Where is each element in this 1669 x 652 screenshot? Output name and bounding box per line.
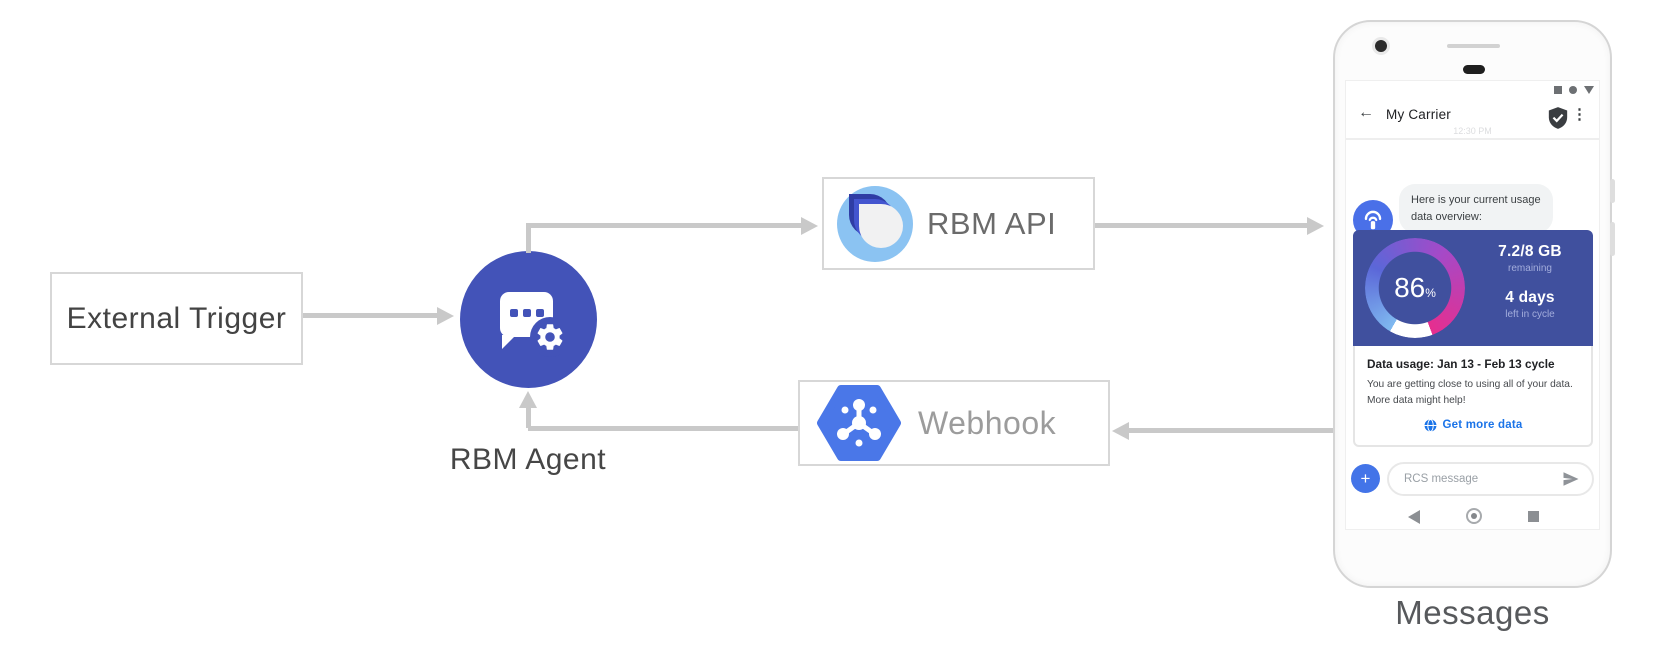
rbm-agent-node — [460, 251, 597, 388]
messages-caption: Messages — [1395, 594, 1550, 631]
overflow-menu-icon[interactable]: ⋮ — [1572, 106, 1587, 123]
webhook-box: Webhook — [798, 380, 1110, 466]
message-bubble: Here is your current usage data overview… — [1399, 184, 1553, 233]
volume-button — [1610, 179, 1615, 203]
arrowhead-phone-to-webhook — [1112, 421, 1129, 440]
speaker-grille — [1447, 44, 1500, 48]
get-more-data-label: Get more data — [1442, 419, 1523, 432]
arrow-api-to-phone — [1095, 223, 1307, 228]
get-more-data-link[interactable]: Get more data — [1367, 418, 1579, 432]
status-bar — [1554, 86, 1594, 94]
gear-icon — [537, 324, 563, 350]
status-triangle-icon — [1584, 86, 1594, 94]
gear-backing-circle — [530, 317, 570, 357]
status-circle-icon — [1569, 86, 1577, 94]
stat-data-remaining-value: 7.2/8 GB — [1498, 243, 1562, 260]
plus-button[interactable]: + — [1351, 464, 1380, 493]
usage-stats: 7.2/8 GB remaining 4 days left in cycle — [1475, 230, 1585, 346]
external-trigger-label: External Trigger — [66, 301, 287, 335]
phone-screen: ← My Carrier ⋮ 12:30 PM Here is your cur… — [1345, 80, 1600, 530]
chat-dots-icon — [500, 309, 553, 317]
webhook-label: Webhook — [918, 404, 1057, 441]
rbm-agent-label: RBM Agent — [449, 443, 607, 476]
rbm-api-box: RBM API — [822, 177, 1095, 270]
arrowhead-webhook-to-agent — [519, 391, 537, 408]
nav-back-icon[interactable] — [1408, 510, 1420, 524]
send-icon[interactable] — [1562, 470, 1580, 488]
back-icon[interactable]: ← — [1358, 104, 1374, 121]
nav-home-icon[interactable] — [1466, 508, 1482, 524]
arrow-phone-to-webhook — [1129, 428, 1333, 433]
compose-bar — [1387, 462, 1594, 496]
usage-card-body: Data usage: Jan 13 - Feb 13 cycle You ar… — [1353, 346, 1593, 447]
pubsub-hexagon-icon — [817, 385, 901, 461]
gauge-percent: 86 — [1394, 272, 1426, 303]
power-button — [1610, 222, 1615, 256]
message-input[interactable] — [1404, 473, 1562, 485]
chat-bubble-icon — [500, 292, 553, 337]
arrow-agent-to-api-horizontal — [525, 223, 804, 228]
arrow-external-to-agent — [303, 313, 437, 318]
nav-recents-icon[interactable] — [1528, 511, 1539, 522]
rbm-api-label: RBM API — [927, 205, 1057, 241]
earpiece-slot — [1463, 65, 1485, 74]
arrowhead-external-to-agent — [437, 306, 454, 325]
arrow-agent-to-api-vertical — [525, 225, 531, 253]
usage-card: 86 % 7.2/8 GB remaining 4 days left in c… — [1353, 230, 1593, 447]
antenna-broadcast-icon — [1364, 210, 1382, 230]
data-gauge-ring — [1365, 238, 1465, 338]
front-camera-icon — [1375, 40, 1387, 52]
stat-days-left-value: 4 days — [1505, 289, 1555, 306]
data-gauge: 86 % — [1365, 238, 1465, 338]
stat-days-left-caption: left in cycle — [1505, 309, 1555, 320]
arrow-webhook-to-agent-horizontal — [528, 426, 798, 431]
verified-badge-icon[interactable] — [1548, 107, 1568, 129]
gauge-value: 86 % — [1365, 238, 1465, 338]
arrow-webhook-to-agent-vertical — [525, 406, 531, 428]
conversation-title: My Carrier — [1386, 107, 1451, 122]
usage-card-hero: 86 % 7.2/8 GB remaining 4 days left in c… — [1353, 230, 1593, 346]
arrowhead-api-to-phone — [1307, 216, 1324, 235]
stat-data-remaining-caption: remaining — [1508, 263, 1552, 274]
header-divider — [1346, 138, 1599, 140]
gauge-unit: % — [1425, 286, 1436, 300]
chat-bubble-tail — [502, 335, 516, 349]
arrowhead-agent-to-api — [801, 216, 818, 235]
rbm-api-logo-icon — [837, 185, 913, 262]
card-body-text: You are getting close to using all of yo… — [1367, 379, 1573, 406]
external-trigger-box: External Trigger — [50, 272, 303, 365]
message-timestamp: 12:30 PM — [1453, 126, 1492, 136]
phone-frame: ← My Carrier ⋮ 12:30 PM Here is your cur… — [1333, 20, 1615, 588]
status-square-icon — [1554, 86, 1562, 94]
globe-icon — [1424, 418, 1436, 432]
card-title: Data usage: Jan 13 - Feb 13 cycle — [1367, 357, 1555, 371]
